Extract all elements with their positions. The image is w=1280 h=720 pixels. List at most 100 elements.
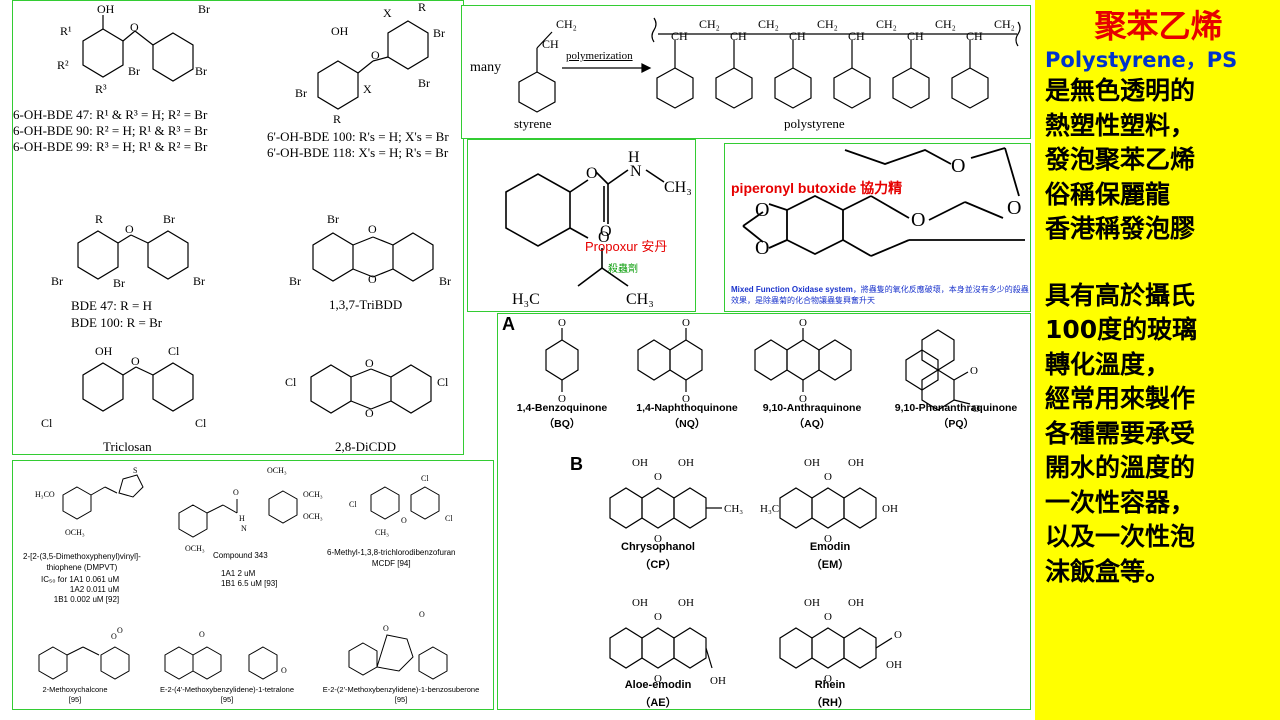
svg-text:H₃CO: H₃CO	[35, 490, 55, 499]
svg-text:O: O	[824, 471, 832, 483]
compound-name: Emodin	[809, 541, 851, 553]
description-line: 具有高於攝氏	[1045, 280, 1196, 310]
tetralone-ref: [95]	[220, 695, 234, 704]
svg-text:CH: CH	[730, 29, 747, 43]
svg-text:O: O	[117, 626, 123, 635]
svg-text:Br: Br	[163, 212, 175, 226]
svg-text:O: O	[199, 630, 205, 639]
svg-text:Br: Br	[51, 274, 63, 288]
dmpvt-ic50-1a2: 1A2 0.011 uM	[69, 585, 120, 594]
svg-text:X: X	[383, 6, 392, 20]
svg-text:O: O	[911, 209, 925, 231]
svg-text:Br: Br	[198, 2, 210, 16]
description-line: 熱塑性塑料，	[1045, 110, 1196, 140]
sidebar-subtitle: Polystyrene，PS	[1045, 48, 1238, 72]
svg-text:Cl: Cl	[445, 514, 453, 523]
svg-text:O: O	[972, 403, 980, 415]
svg-text:H₃C: H₃C	[512, 291, 540, 308]
svg-text:O: O	[824, 533, 832, 545]
dmpvt-name-2: thiophene (DMPVT)	[46, 563, 118, 572]
svg-text:CH₂: CH₂	[556, 17, 577, 31]
svg-text:CH: CH	[848, 29, 865, 43]
compound-abbr: （EM）	[810, 559, 850, 571]
phenyl-ring	[951, 67, 989, 109]
svg-text:O: O	[125, 222, 134, 236]
svg-text:O: O	[558, 393, 566, 405]
compound-abbr: （RH）	[811, 697, 849, 709]
svg-text:O: O	[755, 199, 769, 221]
svg-text:Cl: Cl	[168, 344, 180, 358]
description-line: 各種需要承受	[1045, 418, 1196, 448]
compound-abbr: （AE）	[639, 697, 677, 709]
svg-text:CH₃: CH₃	[724, 503, 743, 515]
many-label: many	[470, 60, 502, 75]
svg-text:OH: OH	[710, 675, 726, 687]
compound-name: 1,4-Benzoquinone	[516, 402, 608, 414]
compound-abbr: （BQ）	[543, 418, 581, 430]
description-line: 俗稱保麗龍	[1045, 179, 1171, 209]
description-line: 沫飯盒等。	[1045, 556, 1171, 586]
svg-text:OCH₃: OCH₃	[185, 544, 205, 553]
svg-text:O: O	[558, 317, 566, 329]
polystyrene-label: polystyrene	[784, 116, 845, 131]
svg-text:OH: OH	[678, 457, 694, 469]
svg-text:O: O	[654, 533, 662, 545]
oh-bde-118-label: 6'-OH-BDE 118: X's = H; R's = Br	[267, 145, 449, 160]
description-line: 經常用來製作	[1045, 384, 1196, 413]
phenyl-ring	[833, 67, 871, 109]
svg-text:Br: Br	[439, 274, 451, 288]
svg-text:Br: Br	[113, 276, 125, 290]
compound-343-1b1: 1B1 6.5 uM [93]	[221, 579, 278, 588]
svg-text:OH: OH	[632, 597, 648, 609]
svg-text:CH: CH	[966, 29, 983, 43]
svg-text:S: S	[133, 466, 137, 475]
description-line: 一次性容器，	[1045, 487, 1196, 517]
phenyl-ring	[715, 67, 753, 109]
svg-text:Br: Br	[418, 76, 430, 90]
triclosan-label: Triclosan	[103, 439, 152, 454]
pbo-note-bold: Mixed Function Oxidase system	[731, 285, 853, 294]
phenyl-ring	[892, 67, 930, 109]
mcdf-abbr: MCDF [94]	[371, 559, 411, 568]
svg-text:Br: Br	[433, 26, 445, 40]
svg-text:H: H	[239, 514, 245, 523]
description-line: 以及一次性泡	[1045, 522, 1196, 551]
pbo-drawing: OOO OO	[742, 147, 1025, 259]
svg-text:R³: R³	[95, 82, 107, 96]
svg-text:O: O	[682, 393, 690, 405]
svg-text:O: O	[824, 673, 832, 685]
description-line: 100度的玻璃	[1045, 315, 1198, 344]
oh-bde-90-label: 6-OH-BDE 90: R² = H; R¹ & R³ = Br	[13, 123, 208, 138]
svg-text:OH: OH	[882, 503, 898, 515]
svg-text:R¹: R¹	[60, 24, 72, 38]
mcdf-name: 6-Methyl-1,3,8-trichlorodibenzofuran	[327, 548, 456, 557]
svg-text:OH: OH	[97, 2, 115, 16]
panel-label-a: A	[502, 314, 515, 334]
phenyl-ring	[656, 67, 694, 109]
tribdd-label: 1,3,7-TriBDD	[329, 297, 403, 312]
dmpvt-ic50-1b1: 1B1 0.002 uM [92]	[53, 595, 120, 604]
svg-text:O: O	[824, 611, 832, 623]
suberone-ref: [95]	[394, 695, 408, 704]
svg-text:O: O	[970, 365, 978, 377]
oh-bde-47-label: 6-OH-BDE 47: R¹ & R³ = H; R² = Br	[13, 107, 208, 122]
phenyl-ring	[774, 67, 812, 109]
svg-text:Br: Br	[327, 212, 339, 226]
svg-text:O: O	[365, 406, 374, 420]
svg-text:O: O	[951, 155, 965, 177]
svg-text:CH₂: CH₂	[876, 17, 897, 31]
svg-text:Cl: Cl	[421, 474, 429, 483]
svg-text:Br: Br	[195, 64, 207, 78]
svg-text:O: O	[654, 611, 662, 623]
dmpvt-name-1: 2-[2-(3,5-Dimethoxyphenyl)vinyl]-	[23, 552, 141, 561]
compound-name: Chrysophanol	[621, 541, 695, 553]
